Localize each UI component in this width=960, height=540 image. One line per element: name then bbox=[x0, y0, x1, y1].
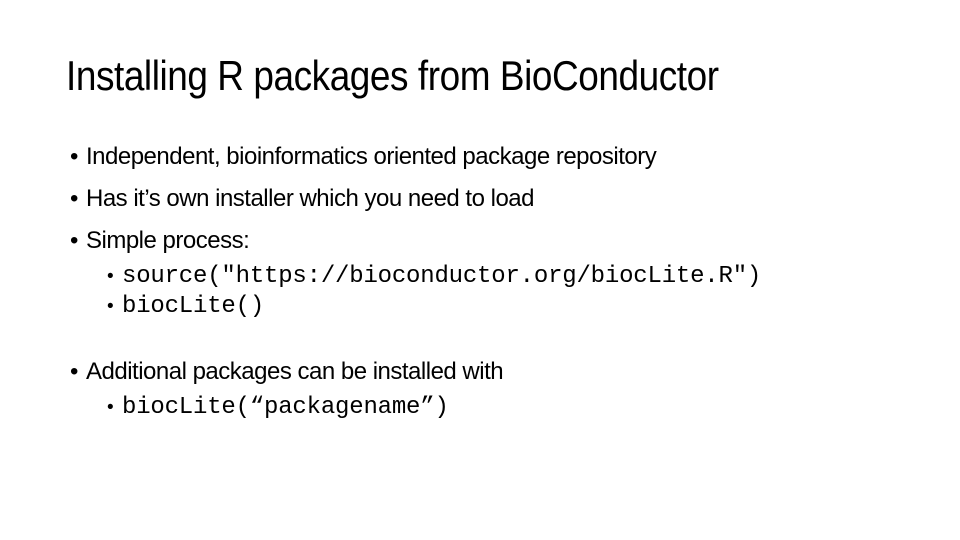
bullet-item: • Additional packages can be installed wi… bbox=[0, 351, 960, 393]
bullet-text: Independent, bioinformatics oriented pac… bbox=[86, 143, 657, 170]
slide-title: Installing R packages from BioConductor bbox=[66, 52, 719, 99]
bullet-list: • Independent, bioinformatics oriented pa… bbox=[0, 136, 960, 423]
bullet-text: Additional packages can be installed wit… bbox=[86, 358, 504, 385]
bullet-text: source("https://bioconductor.org/biocLit… bbox=[122, 263, 762, 290]
bullet-item: • Has it’s own installer which you need t… bbox=[0, 178, 960, 220]
bullet-item: • biocLite() bbox=[0, 292, 960, 322]
bullet-icon: • bbox=[70, 227, 78, 254]
bullet-icon: • bbox=[107, 296, 114, 317]
bullet-icon: • bbox=[70, 358, 78, 385]
bullet-text: Has it’s own installer which you need to… bbox=[86, 185, 534, 212]
bullet-icon: • bbox=[107, 266, 114, 287]
bullet-text: biocLite(“packagename”) bbox=[122, 394, 449, 421]
bullet-icon: • bbox=[107, 397, 114, 418]
bullet-icon: • bbox=[70, 185, 78, 212]
bullet-item: • Independent, bioinformatics oriented pa… bbox=[0, 136, 960, 178]
bullet-item: • Simple process: bbox=[0, 220, 960, 262]
bullet-item: • source("https://bioconductor.org/biocLi… bbox=[0, 262, 960, 292]
bullet-icon: • bbox=[70, 143, 78, 170]
bullet-text: Simple process: bbox=[86, 227, 250, 254]
bullet-item: • biocLite(“packagename”) bbox=[0, 393, 960, 423]
bullet-text: biocLite() bbox=[122, 293, 265, 320]
